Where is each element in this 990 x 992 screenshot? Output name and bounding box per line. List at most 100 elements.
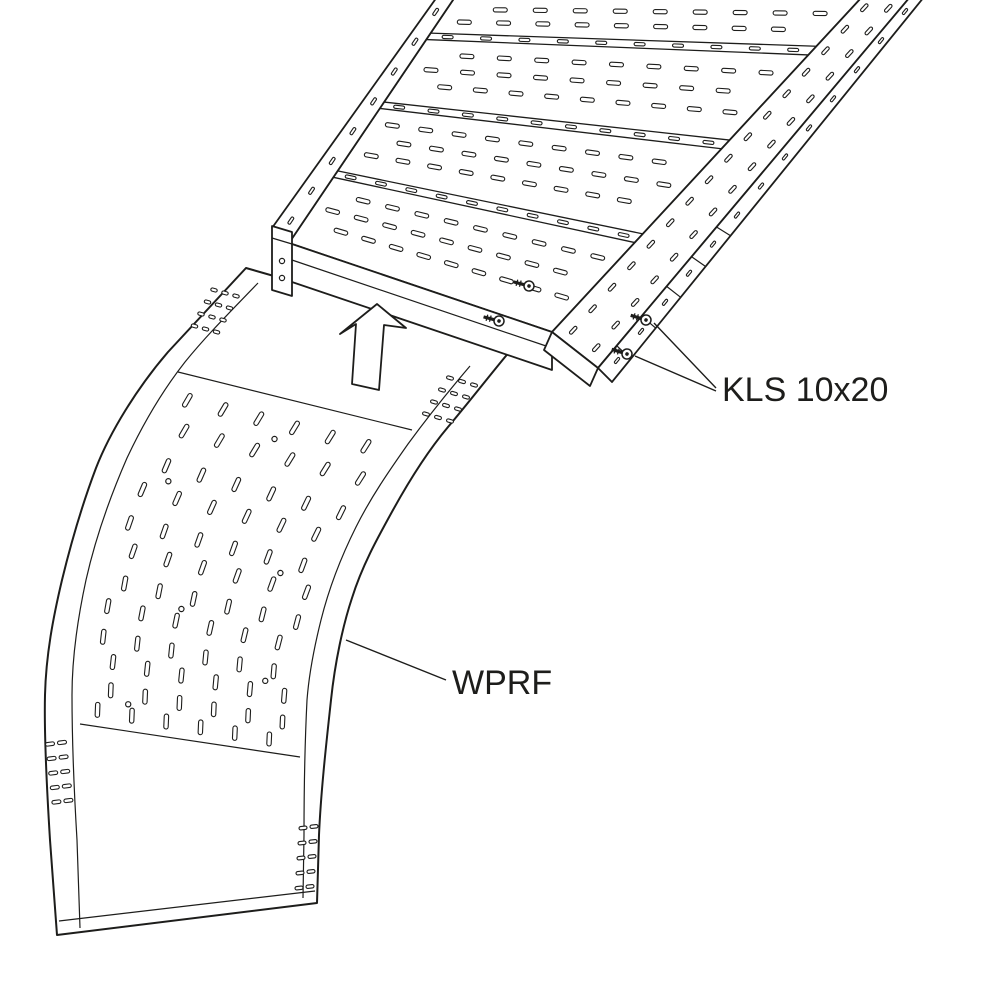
perforation-slot	[249, 442, 261, 458]
perforation-slot	[427, 163, 443, 171]
flange-slot	[308, 838, 318, 845]
perforation-slot	[176, 694, 183, 712]
perforation-slot	[246, 681, 254, 698]
perforation-slot	[599, 128, 612, 134]
pilot-hole	[124, 701, 132, 708]
flange-slot	[63, 797, 74, 804]
perforation-slot	[524, 260, 540, 268]
perforation-slot	[646, 63, 662, 70]
flange-slot	[309, 823, 319, 830]
perforation-slot	[650, 275, 659, 285]
perforation-slot	[587, 225, 600, 232]
perforation-slot	[564, 124, 577, 130]
cross-rib-line	[426, 38, 809, 56]
perforation-slot	[428, 145, 444, 153]
flange-slot	[446, 375, 454, 381]
flange-slot	[454, 406, 462, 412]
perforation-slot	[702, 139, 715, 146]
perforation-slot	[553, 185, 569, 193]
flange-tick	[666, 285, 682, 298]
perforation-slot	[721, 67, 737, 74]
tray-rail-perforations	[287, 3, 909, 364]
perforation-slot	[642, 82, 658, 89]
flange-slot	[458, 378, 466, 385]
perforation-slot	[155, 583, 163, 600]
flange-slot	[210, 287, 218, 293]
flange-slot	[430, 399, 438, 405]
perforation-slot	[466, 199, 478, 206]
perforation-slot	[704, 175, 714, 185]
perforation-slot	[646, 239, 656, 249]
perforation-slot	[532, 7, 548, 14]
perforation-slot	[196, 467, 207, 483]
flange-slot	[197, 311, 205, 317]
perforation-slot	[656, 181, 672, 189]
perforation-slot	[685, 196, 694, 206]
perforation-slot	[120, 575, 129, 592]
perforation-slot	[651, 158, 667, 166]
perforation-slot	[715, 87, 731, 94]
perforation-slot	[311, 526, 322, 542]
perforation-slot	[551, 144, 567, 152]
perforation-slot	[472, 87, 488, 94]
perforation-slot	[267, 576, 277, 592]
perforation-slot	[414, 211, 430, 219]
perforation-slot	[427, 108, 440, 114]
perforation-slot	[496, 116, 509, 122]
perforation-slot	[710, 44, 723, 50]
perforation-slot	[665, 218, 675, 228]
perforation-slot	[616, 197, 632, 205]
cross-rib-line	[384, 101, 730, 141]
perforation-slot	[825, 71, 835, 81]
perforation-slot	[692, 9, 708, 15]
flange-slot	[306, 868, 316, 875]
perforation-slot	[692, 24, 708, 31]
flange-slot	[48, 770, 59, 776]
perforation-slot	[572, 8, 588, 14]
perforation-slot	[531, 239, 547, 247]
tray-end-flange-line	[288, 258, 553, 349]
perforation-slot	[653, 23, 669, 30]
flange-slot	[296, 855, 306, 861]
perforation-slot	[530, 120, 543, 126]
perforation-slot	[375, 180, 387, 187]
perforation-slot	[363, 152, 379, 160]
perforation-slot	[107, 682, 114, 699]
perforation-slot	[263, 549, 273, 565]
perforation-slot	[499, 276, 514, 285]
flange-slot	[305, 883, 315, 890]
bend-bottom-edge-line	[58, 890, 316, 922]
perforation-slot	[396, 140, 412, 148]
flange-slot	[61, 783, 72, 789]
flange-slot	[44, 741, 56, 747]
perforation-slot	[496, 20, 512, 26]
perforation-slot	[128, 543, 138, 560]
perforation-slot	[439, 237, 454, 246]
perforation-slot	[526, 160, 542, 168]
perforation-slot	[213, 433, 225, 448]
bend-right-flange-fold	[302, 365, 471, 899]
perforation-slot	[280, 687, 288, 704]
perforation-slot	[617, 232, 630, 238]
perforation-slot	[410, 229, 426, 238]
perforation-slot	[432, 7, 440, 17]
perforation-slot	[661, 298, 669, 306]
perforation-slot	[591, 343, 601, 353]
perforation-slot	[630, 297, 640, 307]
perforation-slot	[615, 99, 631, 106]
perforation-slot	[197, 719, 204, 736]
perforation-slot	[633, 132, 646, 138]
perforation-slot	[770, 26, 786, 33]
perforation-slot	[333, 227, 349, 236]
perforation-slot	[301, 584, 312, 600]
perforation-slot	[613, 22, 629, 29]
perforation-slot	[344, 174, 357, 181]
perforation-slot	[569, 77, 585, 84]
bend-top-fold-line	[177, 371, 413, 431]
perforation-slot	[292, 614, 302, 630]
perforation-slot	[301, 495, 312, 511]
cross-rib-line	[333, 176, 635, 244]
perforation-slot	[584, 149, 600, 157]
flange-slot	[58, 754, 69, 760]
